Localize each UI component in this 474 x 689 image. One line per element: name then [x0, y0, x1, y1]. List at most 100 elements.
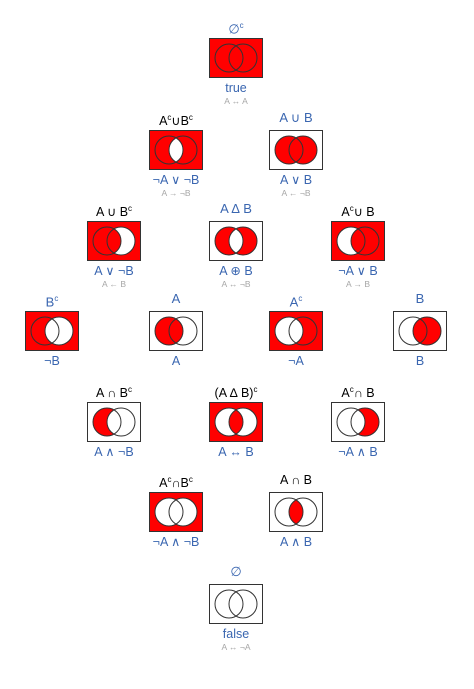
venn-diagram-sym-c	[209, 402, 263, 442]
venn-diagram-a-sym-b	[209, 221, 263, 261]
complement-superscript: c	[167, 113, 172, 122]
set-label-text: ∪ B	[353, 205, 375, 220]
equivalence-label: A ← B	[101, 279, 127, 289]
intersection-region	[289, 498, 303, 526]
set-label-text: A ∪ B	[95, 205, 129, 220]
venn-diagram-a-c-or-b	[331, 221, 385, 261]
equivalence-label: A → ¬B	[161, 188, 191, 198]
set-expression-label: (A ∆ B)c	[215, 380, 258, 400]
logic-expression-label: A ⊕ B	[219, 264, 253, 278]
venn-diagram-a-c	[269, 311, 323, 351]
circle-b	[168, 497, 198, 527]
circle-b	[168, 135, 198, 165]
circle-b	[412, 316, 442, 346]
universe-frame	[209, 38, 263, 78]
intersection-region	[229, 408, 243, 436]
set-label-text: A	[341, 386, 350, 401]
circle-a	[398, 316, 428, 346]
set-label-text: A ∩ B	[280, 473, 312, 487]
complement-superscript: c	[239, 21, 244, 30]
set-expression-label: ∅c	[228, 16, 243, 36]
circle-b	[228, 43, 258, 73]
universe-frame	[25, 311, 79, 351]
logic-expression-label: A ↔ B	[218, 445, 254, 459]
circle-b	[288, 135, 318, 165]
complement-superscript: c	[188, 113, 193, 122]
logic-expression-label: A	[171, 354, 181, 368]
venn-cell-a-c-and-b-c: Ac∩Bc¬A ∧ ¬B	[131, 470, 221, 550]
logic-expression-label: ¬A ∧ B	[338, 445, 378, 459]
set-expression-label: Bc	[46, 289, 59, 309]
complement-superscript: c	[54, 294, 59, 303]
logic-expression-label: A ∨ B	[279, 173, 313, 187]
venn-cell-a-and-b: A ∩ B A ∧ B	[251, 470, 341, 550]
logic-expression-label: false	[222, 627, 250, 641]
set-label-text: B	[415, 291, 425, 306]
venn-diagram-empty	[209, 584, 263, 624]
logic-expression-label: ¬A ∧ ¬B	[152, 535, 200, 549]
circle-a	[214, 589, 244, 619]
universe-frame	[87, 221, 141, 261]
universe-frame	[209, 402, 263, 442]
set-label-text: A ∩ B	[96, 386, 128, 401]
set-label-text: A	[159, 476, 168, 491]
set-expression-label: B	[416, 289, 425, 309]
set-expression-label: Ac∪Bc	[159, 108, 193, 128]
intersection-region	[351, 227, 365, 255]
set-expression-label: A ∩ B	[280, 470, 312, 490]
venn-diagram-a-or-b-c	[87, 221, 141, 261]
circle-a	[92, 407, 122, 437]
complement-superscript: c	[127, 385, 132, 394]
equivalence-label: A ← ¬B	[281, 188, 311, 198]
complement-superscript: c	[253, 385, 258, 394]
circle-a	[274, 316, 304, 346]
circle-a	[154, 135, 184, 165]
circle-a	[214, 43, 244, 73]
venn-cell-sym-c: (A ∆ B)c A ↔ B	[191, 380, 281, 460]
circle-a	[214, 226, 244, 256]
circle-a	[154, 497, 184, 527]
venn-diagram-a-c-and-b-c	[149, 492, 203, 532]
circle-b	[228, 589, 258, 619]
logic-expression-label: A ∧ B	[279, 535, 313, 549]
equivalence-label: A ↔ ¬B	[221, 279, 251, 289]
set-label-text: ∪B	[171, 114, 189, 129]
universe-frame	[269, 492, 323, 532]
complement-superscript: c	[349, 204, 354, 213]
logic-expression-label: A ∧ ¬B	[94, 445, 134, 459]
set-label-text: ∩ B	[353, 386, 375, 401]
circle-a	[336, 407, 366, 437]
universe-frame	[209, 221, 263, 261]
set-expression-label: A	[172, 289, 181, 309]
set-label-text: A	[341, 205, 350, 220]
universe-frame	[331, 221, 385, 261]
set-expression-label: ∅	[230, 562, 241, 582]
set-label-text: A	[159, 114, 168, 129]
set-label-text: A ∪ B	[279, 110, 313, 125]
set-label-text: A ∆ B	[220, 201, 252, 216]
circle-a	[274, 135, 304, 165]
venn-diagram-a-c-or-b-c	[149, 130, 203, 170]
circle-b	[288, 316, 318, 346]
universe-frame	[331, 402, 385, 442]
outside-region	[149, 492, 203, 532]
equivalence-label: A ↔ A	[224, 96, 248, 106]
universe-frame	[149, 130, 203, 170]
set-label-text: ∩B	[171, 476, 189, 491]
logic-expression-label: B	[415, 354, 425, 368]
set-label-text: A	[289, 294, 299, 310]
set-expression-label: A ∆ B	[220, 199, 252, 219]
set-label-text: ∅	[228, 21, 240, 37]
set-expression-label: Ac	[290, 289, 303, 309]
circle-a	[274, 497, 304, 527]
universe-frame	[209, 584, 263, 624]
logic-expression-label: ¬B	[44, 354, 60, 368]
complement-superscript: c	[349, 385, 354, 394]
logic-expression-label: true	[225, 81, 247, 95]
